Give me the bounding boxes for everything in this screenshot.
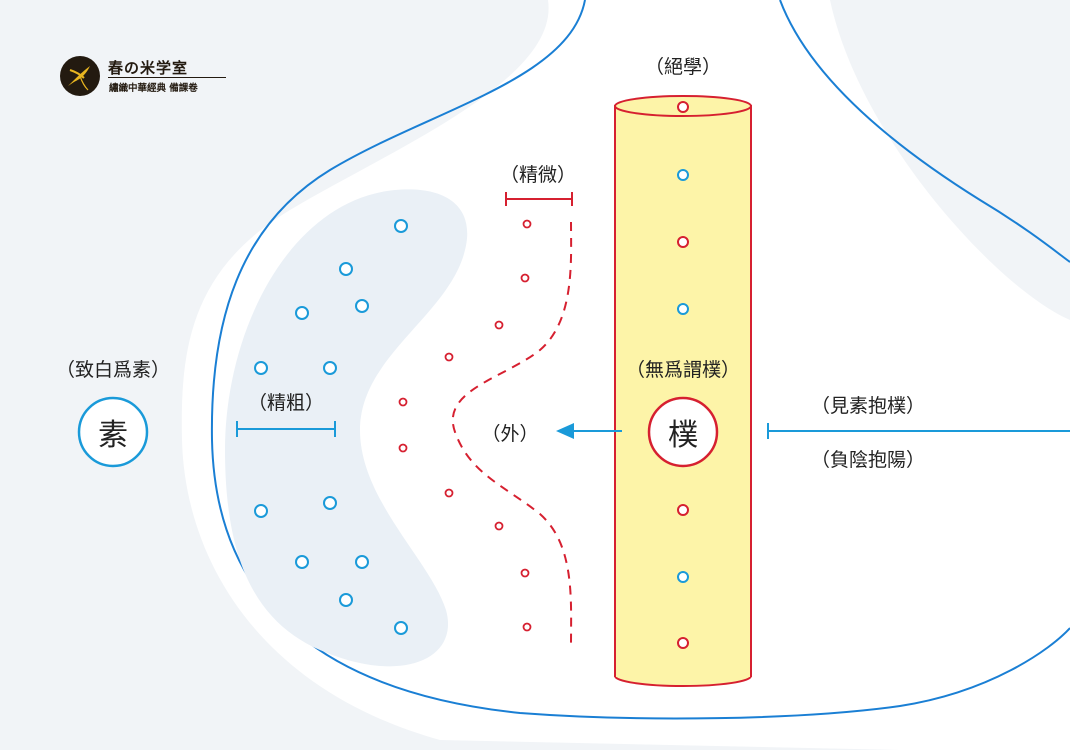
- fine-dot: [398, 397, 408, 407]
- pillar-dot-blue: [677, 303, 689, 315]
- label-wuwei-wei-pu: （無爲謂樸）: [625, 359, 741, 381]
- fine-dot: [494, 320, 504, 330]
- pillar-body: [614, 105, 752, 677]
- su-circle: [77, 396, 149, 468]
- logo-subtitle: 繡織中華經典 備課卷: [109, 83, 198, 94]
- label-jingwei: （精微）: [499, 164, 577, 186]
- char-pu: 樸: [668, 418, 698, 453]
- pu-circle: [647, 396, 719, 468]
- logo-title: 春の米学室: [108, 59, 189, 77]
- pillar-dot-red: [677, 236, 689, 248]
- fine-dot: [494, 521, 504, 531]
- logo-divider: [108, 77, 226, 78]
- coarse-dot: [323, 361, 337, 375]
- coarse-dot: [339, 593, 353, 607]
- pillar-dot-red: [677, 504, 689, 516]
- pillar-dot-blue: [677, 571, 689, 583]
- outward-arrow: [556, 423, 622, 439]
- coarse-dot: [323, 496, 337, 510]
- pillar-bottom-curve: [614, 675, 752, 687]
- char-su: 素: [98, 418, 128, 453]
- coarse-region-blob: [225, 189, 468, 667]
- label-juexue: （絕學）: [644, 56, 722, 78]
- fine-dot: [398, 443, 408, 453]
- coarse-span-bracket: [236, 421, 336, 437]
- coarse-dot: [355, 555, 369, 569]
- coarse-dot: [295, 555, 309, 569]
- coarse-dot: [394, 219, 408, 233]
- coarse-dot: [355, 299, 369, 313]
- fine-dot: [520, 273, 530, 283]
- fine-dot: [522, 622, 532, 632]
- vessel-outline-right: [779, 0, 1070, 263]
- coarse-dot: [254, 504, 268, 518]
- pillar-dot-red: [677, 101, 689, 113]
- coarse-dot: [254, 361, 268, 375]
- fine-dot: [520, 568, 530, 578]
- fine-dot: [522, 219, 532, 229]
- fine-dot: [444, 488, 454, 498]
- fine-dot: [444, 352, 454, 362]
- fine-boundary-dashed-curve: [451, 221, 573, 646]
- coarse-dot: [339, 262, 353, 276]
- label-jingcu: （精粗）: [247, 392, 325, 414]
- coarse-dot: [295, 306, 309, 320]
- bird-emblem-icon: [60, 56, 100, 96]
- label-wai: （外）: [481, 423, 539, 445]
- label-jian-su-bao-pu: （見素抱樸）: [810, 395, 926, 417]
- pillar-dot-red: [677, 637, 689, 649]
- right-span-line: [767, 423, 1070, 439]
- logo: 春の米学室 繡織中華經典 備課卷: [60, 56, 230, 100]
- pillar-dot-blue: [677, 169, 689, 181]
- coarse-dot: [394, 621, 408, 635]
- label-zhibai-wei-su: （致白爲素）: [55, 359, 171, 381]
- label-fu-yin-bao-yang: （負陰抱陽）: [810, 449, 926, 471]
- fine-span-bracket: [505, 192, 573, 206]
